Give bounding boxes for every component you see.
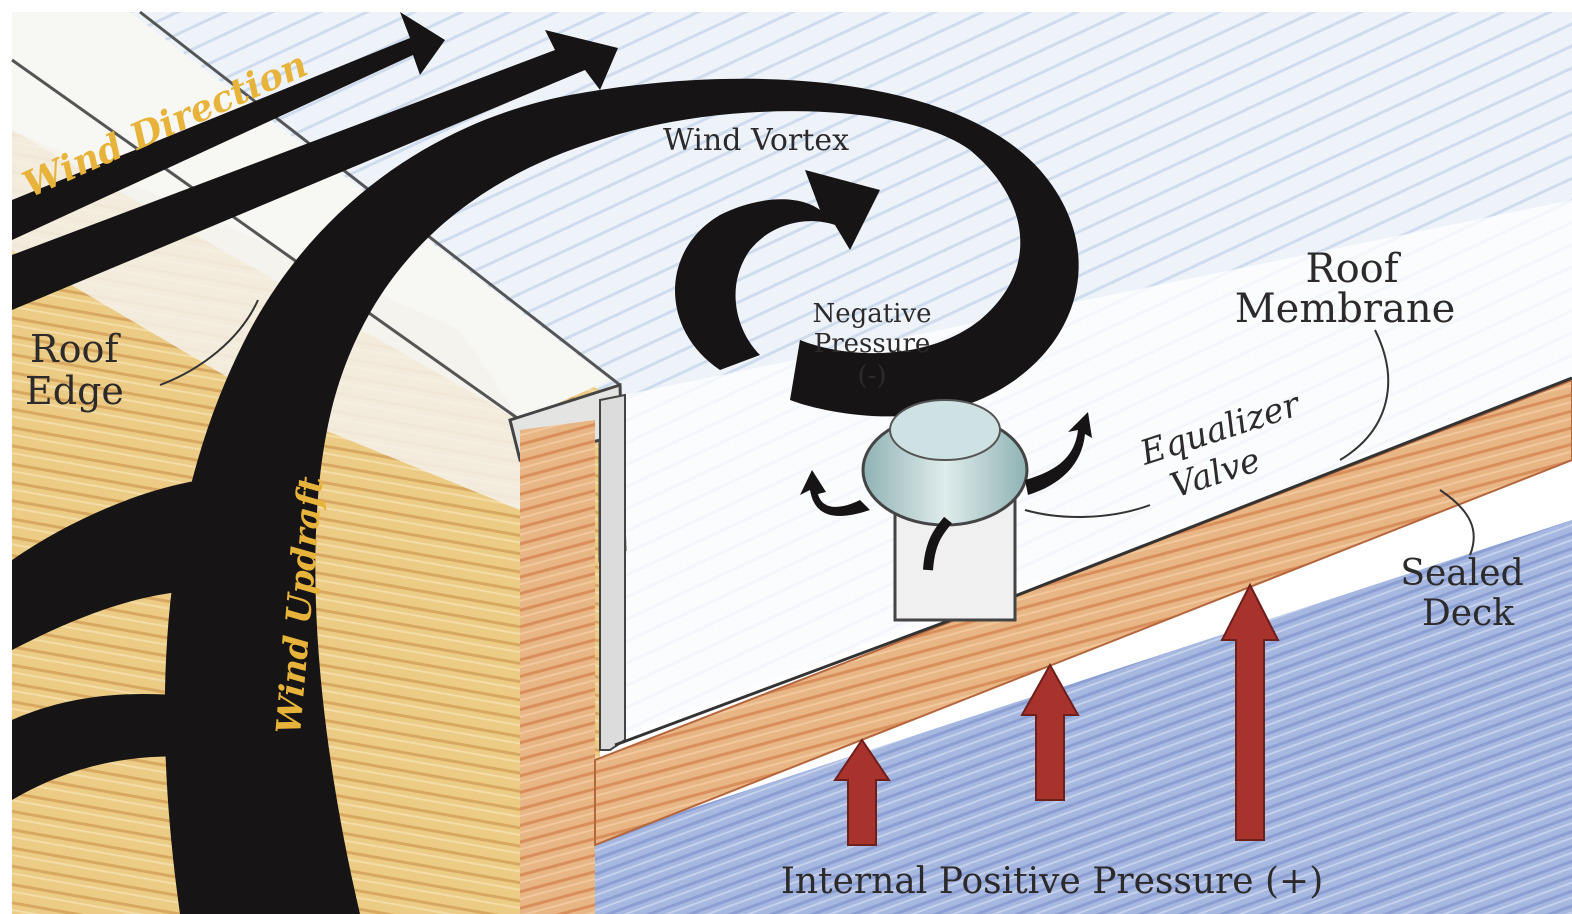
- valve-dome: [890, 400, 1000, 460]
- roof-edge-label-1: Roof: [30, 327, 121, 371]
- negative-pressure-sign: (-): [857, 361, 886, 391]
- negative-pressure-label-2: Pressure: [814, 329, 931, 359]
- wind-vortex-label: Wind Vortex: [663, 123, 849, 158]
- negative-pressure-label-1: Negative: [812, 299, 931, 329]
- roof-edge-label-2: Edge: [25, 369, 124, 413]
- wood-nailer: [520, 420, 595, 914]
- internal-pressure-label: Internal Positive Pressure (+): [781, 861, 1324, 902]
- roof-membrane-label-2: Membrane: [1235, 286, 1456, 332]
- sealed-deck-label-2: Deck: [1422, 593, 1515, 634]
- sealed-deck-label-1: Sealed: [1400, 553, 1523, 594]
- metal-flashing: [600, 395, 625, 750]
